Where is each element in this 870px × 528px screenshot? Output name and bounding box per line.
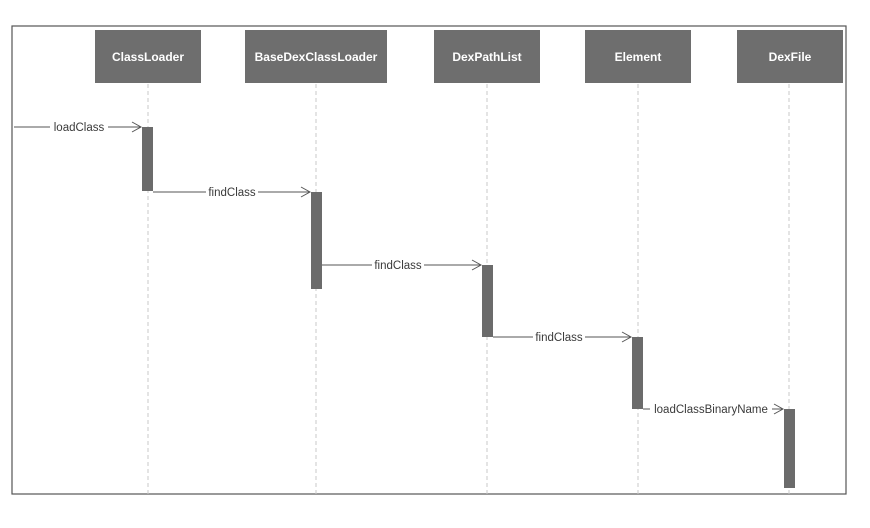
activation-element (632, 337, 643, 409)
message-findclass-2: findClass (322, 258, 483, 272)
message-findclass-2-label: findClass (374, 260, 422, 272)
participant-dexfile: DexFile (737, 30, 843, 83)
participant-dexfile-label: DexFile (769, 50, 812, 64)
message-loadclass: loadClass (14, 120, 143, 134)
message-findclass-3-label: findClass (535, 332, 583, 344)
message-loadclassbinaryname-label: loadClassBinaryName (654, 404, 768, 416)
participant-dexpathlist: DexPathList (434, 30, 540, 83)
participant-dexpathlist-label: DexPathList (452, 50, 521, 64)
participant-basedexclassloader: BaseDexClassLoader (245, 30, 387, 83)
message-loadclass-label: loadClass (54, 122, 105, 134)
activation-basedexclassloader (311, 192, 322, 289)
participant-element-label: Element (615, 50, 662, 64)
participant-classloader-label: ClassLoader (112, 50, 184, 64)
participant-classloader: ClassLoader (95, 30, 201, 83)
message-findclass-3: findClass (493, 330, 633, 344)
activation-dexpathlist (482, 265, 493, 337)
message-findclass-1: findClass (153, 185, 312, 199)
activation-classloader (142, 127, 153, 191)
diagram-frame (11, 25, 847, 495)
message-findclass-1-label: findClass (208, 187, 256, 199)
activation-dexfile (784, 409, 795, 488)
participant-basedexclassloader-label: BaseDexClassLoader (255, 50, 378, 64)
participant-element: Element (585, 30, 691, 83)
message-loadclassbinaryname: loadClassBinaryName (643, 402, 785, 416)
